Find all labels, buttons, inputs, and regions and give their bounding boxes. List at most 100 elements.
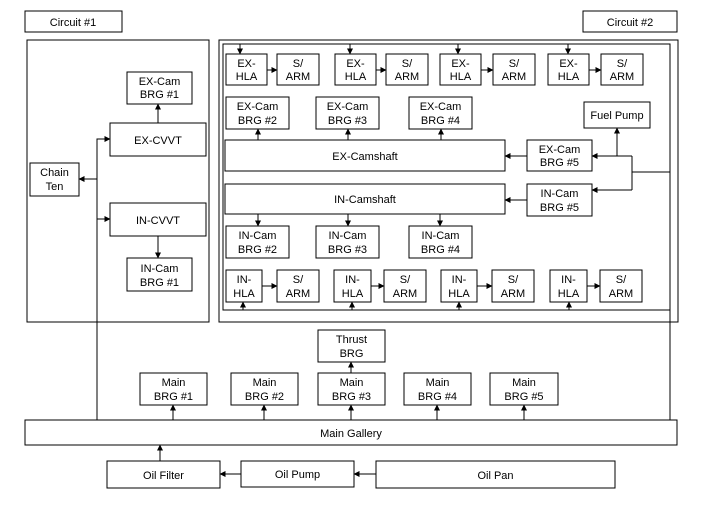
ex-sarm-box: S/ ARM — [385, 53, 429, 86]
svg-text:HLA: HLA — [233, 288, 255, 300]
svg-text:S/: S/ — [508, 274, 519, 286]
ex-cam-brg-1-box: EX-Cam BRG #1 — [126, 71, 193, 105]
ex-cam-brg-box: EX-Cam BRG #2 — [225, 96, 290, 130]
svg-text:ARM: ARM — [395, 71, 419, 83]
svg-text:IN-Camshaft: IN-Camshaft — [334, 194, 396, 206]
svg-text:IN-: IN- — [237, 274, 252, 286]
svg-text:Chain: Chain — [40, 167, 69, 179]
svg-text:HLA: HLA — [558, 288, 580, 300]
ex-cvvt-box: EX-CVVT — [109, 122, 207, 157]
in-hla-box: IN- HLA — [225, 269, 263, 303]
svg-text:ARM: ARM — [610, 71, 634, 83]
svg-text:S/: S/ — [400, 274, 411, 286]
svg-text:BRG #2: BRG #2 — [238, 244, 277, 256]
svg-text:BRG #5: BRG #5 — [504, 391, 543, 403]
main-brg-box: Main BRG #3 — [317, 372, 386, 406]
svg-text:IN-Cam: IN-Cam — [541, 188, 579, 200]
svg-text:IN-Cam: IN-Cam — [141, 263, 179, 275]
svg-text:Main: Main — [340, 377, 364, 389]
in-sarm-box: S/ ARM — [491, 269, 535, 303]
svg-text:Circuit #1: Circuit #1 — [50, 17, 96, 29]
svg-text:IN-Cam: IN-Cam — [239, 230, 277, 242]
svg-text:IN-: IN- — [561, 274, 576, 286]
svg-text:BRG #2: BRG #2 — [238, 115, 277, 127]
main-gallery-box: Main Gallery — [24, 419, 678, 446]
svg-text:S/: S/ — [617, 58, 628, 70]
svg-text:EX-: EX- — [237, 58, 256, 70]
ex-sarm-box: S/ ARM — [276, 53, 320, 86]
svg-text:EX-Cam: EX-Cam — [420, 101, 462, 113]
ex-camshaft-box: EX-Camshaft — [224, 139, 506, 172]
svg-text:S/: S/ — [402, 58, 413, 70]
svg-text:ARM: ARM — [286, 288, 310, 300]
svg-text:Ten: Ten — [46, 181, 64, 193]
in-hla-box: IN- HLA — [549, 269, 588, 303]
svg-text:Main: Main — [162, 377, 186, 389]
svg-text:S/: S/ — [293, 274, 304, 286]
in-cam-brg-1-box: IN-Cam BRG #1 — [126, 257, 193, 292]
in-cvvt-box: IN-CVVT — [109, 202, 207, 237]
circuit-1-frame — [26, 39, 210, 323]
main-brg-box: Main BRG #2 — [230, 372, 299, 406]
svg-text:IN-: IN- — [345, 274, 360, 286]
ex-sarm-box: S/ ARM — [600, 53, 644, 86]
svg-text:BRG: BRG — [340, 348, 364, 360]
svg-text:EX-: EX- — [451, 58, 470, 70]
ex-hla-box: EX- HLA — [439, 53, 482, 86]
svg-text:EX-CVVT: EX-CVVT — [134, 135, 182, 147]
ex-cam-brg-box: EX-Cam BRG #4 — [408, 96, 473, 130]
main-brg-box: Main BRG #1 — [139, 372, 208, 406]
svg-text:S/: S/ — [509, 58, 520, 70]
svg-text:EX-Cam: EX-Cam — [139, 76, 181, 88]
svg-text:HLA: HLA — [345, 71, 367, 83]
svg-text:ARM: ARM — [286, 71, 310, 83]
svg-text:HLA: HLA — [236, 71, 258, 83]
svg-text:BRG #3: BRG #3 — [328, 244, 367, 256]
circuit-2-frame — [218, 39, 679, 323]
oil-pump-box: Oil Pump — [240, 460, 355, 488]
in-cam-brg-box: IN-Cam BRG #2 — [225, 225, 290, 259]
in-cam-brg-5-box: IN-Cam BRG #5 — [526, 183, 593, 217]
svg-text:BRG #3: BRG #3 — [332, 391, 371, 403]
in-sarm-box: S/ ARM — [383, 269, 427, 303]
svg-text:ARM: ARM — [393, 288, 417, 300]
svg-text:HLA: HLA — [342, 288, 364, 300]
svg-text:Oil Filter: Oil Filter — [143, 470, 184, 482]
ex-cam-brg-5-box: EX-Cam BRG #5 — [526, 139, 593, 172]
ex-sarm-box: S/ ARM — [492, 53, 536, 86]
svg-text:BRG #1: BRG #1 — [140, 89, 179, 101]
svg-text:EX-: EX- — [559, 58, 578, 70]
svg-text:IN-CVVT: IN-CVVT — [136, 215, 180, 227]
svg-text:BRG #1: BRG #1 — [140, 277, 179, 289]
in-cam-brg-box: IN-Cam BRG #3 — [315, 225, 380, 259]
svg-text:BRG #5: BRG #5 — [540, 157, 579, 169]
svg-text:IN-Cam: IN-Cam — [422, 230, 460, 242]
in-hla-box: IN- HLA — [333, 269, 372, 303]
oil-filter-box: Oil Filter — [106, 460, 221, 489]
thrust-brg-box: Thrust BRG — [317, 329, 386, 363]
circuit-2-label: Circuit #2 — [582, 10, 678, 33]
svg-text:ARM: ARM — [609, 288, 633, 300]
svg-text:HLA: HLA — [450, 71, 472, 83]
ex-hla-box: EX- HLA — [225, 53, 268, 86]
svg-text:Thrust: Thrust — [336, 334, 367, 346]
svg-text:BRG #5: BRG #5 — [540, 202, 579, 214]
in-sarm-box: S/ ARM — [599, 269, 643, 303]
svg-text:HLA: HLA — [558, 71, 580, 83]
svg-text:Main: Main — [512, 377, 536, 389]
main-brg-box: Main BRG #4 — [403, 372, 472, 406]
svg-text:BRG #3: BRG #3 — [328, 115, 367, 127]
svg-text:EX-: EX- — [346, 58, 365, 70]
svg-text:BRG #4: BRG #4 — [418, 391, 457, 403]
svg-text:IN-: IN- — [452, 274, 467, 286]
in-camshaft-box: IN-Camshaft — [224, 183, 506, 215]
svg-text:S/: S/ — [616, 274, 627, 286]
svg-text:HLA: HLA — [448, 288, 470, 300]
svg-text:Oil Pan: Oil Pan — [477, 470, 513, 482]
ex-hla-box: EX- HLA — [547, 53, 590, 86]
svg-text:Oil Pump: Oil Pump — [275, 469, 320, 481]
svg-text:Main: Main — [426, 377, 450, 389]
svg-text:IN-Cam: IN-Cam — [329, 230, 367, 242]
svg-text:EX-Cam: EX-Cam — [539, 144, 581, 156]
